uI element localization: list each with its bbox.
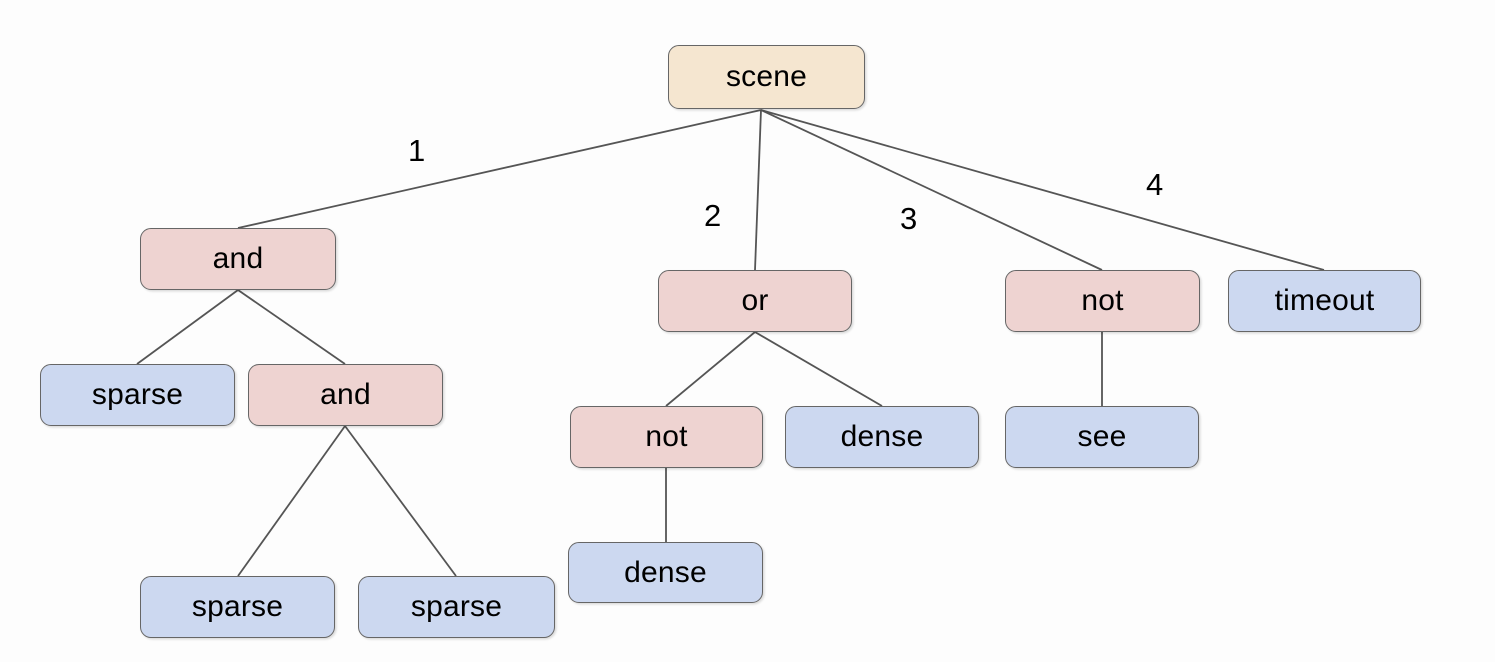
tree-node-label-not2: not xyxy=(645,420,688,453)
tree-node-and1[interactable]: and xyxy=(140,228,336,290)
tree-node-label-and2: and xyxy=(320,378,371,411)
tree-node-label-sparse1: sparse xyxy=(91,378,184,411)
tree-edge-scene-to-and1 xyxy=(237,109,762,229)
tree-edge-and2-to-sparse2 xyxy=(237,425,346,577)
tree-node-dense1[interactable]: dense xyxy=(785,406,979,468)
tree-edge-scene-to-not1 xyxy=(760,109,1103,271)
edge-label-scene-to-timeout1: 4 xyxy=(1146,167,1164,202)
tree-node-scene[interactable]: scene xyxy=(668,45,865,109)
edge-label-scene-to-or1: 2 xyxy=(704,198,722,233)
tree-node-label-or1: or xyxy=(741,284,769,317)
tree-node-see1[interactable]: see xyxy=(1005,406,1199,468)
tree-node-label-scene: scene xyxy=(725,60,808,93)
tree-edge-and1-to-and2 xyxy=(237,289,346,365)
tree-edge-scene-to-or1 xyxy=(754,109,762,271)
tree-node-label-sparse3: sparse xyxy=(410,590,503,623)
edge-label-scene-to-and1: 1 xyxy=(408,133,426,168)
tree-node-sparse3[interactable]: sparse xyxy=(358,576,555,638)
tree-edge-and2-to-sparse3 xyxy=(344,425,457,577)
tree-node-label-not1: not xyxy=(1081,284,1124,317)
tree-node-label-and1: and xyxy=(212,242,264,275)
tree-node-label-dense1: dense xyxy=(840,420,924,453)
tree-node-and2[interactable]: and xyxy=(248,364,443,426)
tree-edge-scene-to-timeout1 xyxy=(760,109,1325,271)
tree-node-not1[interactable]: not xyxy=(1005,270,1200,332)
tree-node-sparse2[interactable]: sparse xyxy=(140,576,335,638)
tree-node-dense2[interactable]: dense xyxy=(568,542,763,603)
tree-node-not2[interactable]: not xyxy=(570,406,763,468)
tree-node-sparse1[interactable]: sparse xyxy=(40,364,235,426)
tree-edge-and1-to-sparse1 xyxy=(136,289,239,365)
tree-node-label-sparse2: sparse xyxy=(191,590,284,623)
tree-node-or1[interactable]: or xyxy=(658,270,852,332)
tree-edge-or1-to-not2 xyxy=(665,331,756,407)
tree-node-label-dense2: dense xyxy=(624,555,707,589)
tree-node-label-see1: see xyxy=(1077,420,1127,453)
tree-edge-or1-to-dense1 xyxy=(754,331,883,407)
edge-label-scene-to-not1: 3 xyxy=(900,201,918,236)
tree-node-label-timeout1: timeout xyxy=(1274,284,1375,317)
tree-node-timeout1[interactable]: timeout xyxy=(1228,270,1421,332)
